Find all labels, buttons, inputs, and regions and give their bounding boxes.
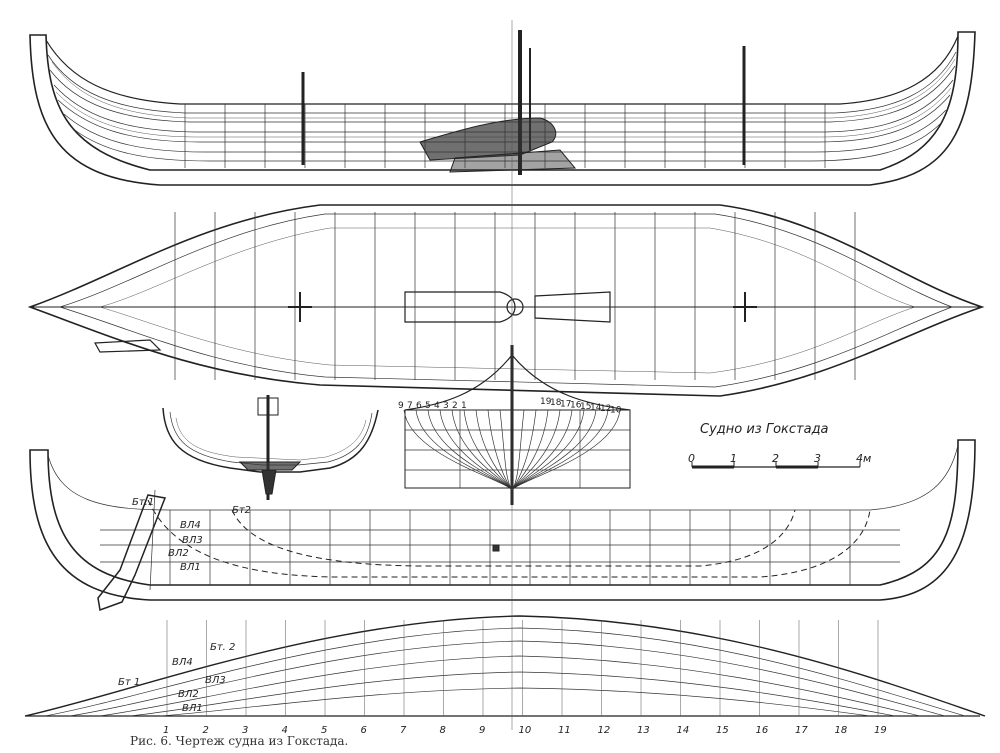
station-label: 8: [440, 725, 446, 736]
body-section-label: 1: [461, 401, 467, 411]
midship-section: [162, 395, 379, 500]
body-sheer-left: [404, 354, 513, 411]
station-label: 6: [361, 725, 367, 736]
sheer-plan-grid: [100, 510, 900, 585]
halfbreadth-label: ВЛ4: [172, 657, 193, 668]
station-label: 16: [756, 725, 769, 736]
body-section-label: 4: [434, 401, 440, 411]
body-section-right: [511, 409, 621, 491]
waterline-label: ВЛ2: [168, 548, 189, 559]
scale-ticks: 0 1 2 3 4м: [688, 452, 871, 467]
station-label: 5: [321, 725, 327, 736]
plan-floorboards: [174, 212, 856, 380]
scale-tick-label: 2: [772, 452, 779, 465]
station-label: 1: [163, 725, 169, 736]
station-label: 12: [598, 725, 611, 736]
station-label: 13: [637, 725, 650, 736]
buttock-label: Бт.1: [132, 497, 154, 508]
body-section-label: 16: [570, 401, 582, 411]
scale-tick-label: 4м: [856, 452, 871, 465]
station-label: 4: [282, 725, 288, 736]
profile-view: [29, 30, 976, 186]
body-section-label: 19: [540, 397, 552, 407]
body-section-label: 7: [407, 401, 413, 411]
station-label: 7: [400, 725, 407, 736]
halfbreadth-label: ВЛ2: [178, 689, 199, 700]
station-label: 15: [716, 725, 729, 736]
halfbreadth-label: Бт 1: [118, 677, 140, 688]
body-section-label: 9: [398, 401, 404, 411]
body-section-label: 6: [416, 401, 422, 411]
scale-tick-label: 3: [814, 452, 821, 465]
plan-view: [27, 204, 985, 397]
body-section-label: 3: [443, 401, 449, 411]
station-label: 11: [558, 725, 571, 736]
body-section-label: 12: [600, 404, 611, 414]
body-sheer-right: [511, 354, 631, 411]
body-section-label: 2: [452, 401, 458, 411]
halfbreadth-label: ВЛ1: [182, 703, 203, 714]
station-label: 3: [242, 725, 248, 736]
waterline-label: ВЛ3: [182, 535, 203, 546]
station-label: 9: [479, 725, 485, 736]
drawing-title: Судно из Гокстада: [700, 422, 829, 437]
station-label: 10: [519, 725, 532, 736]
station-label: 19: [874, 725, 887, 736]
waterline-label: ВЛ1: [180, 562, 201, 573]
body-section-label: 5: [425, 401, 431, 411]
station-label: 18: [835, 725, 848, 736]
scale-tick-label: 1: [730, 452, 737, 465]
station-label: 17: [795, 725, 808, 736]
station-label: 2: [203, 725, 209, 736]
waterline-label: ВЛ4: [180, 520, 201, 531]
halfbreadth-label: Бт. 2: [210, 642, 235, 653]
body-plan-section-curves: [403, 354, 631, 491]
buttock-label: Бт2: [232, 505, 251, 516]
body-section-label: 14: [590, 403, 602, 413]
body-section-label: 17: [560, 399, 571, 409]
figure-caption: Рис. 6. Чертеж судна из Гокстада.: [130, 734, 349, 748]
body-section-label: 18: [550, 398, 562, 408]
body-section-left: [403, 409, 513, 491]
station-label: 14: [677, 725, 690, 736]
body-section-label: 15: [580, 402, 591, 412]
halfbreadth-label: ВЛ3: [205, 675, 226, 686]
profile-frames: [184, 104, 826, 168]
scale-tick-label: 0: [688, 452, 695, 465]
scale-bar: 0 1 2 3 4м: [688, 452, 871, 469]
body-section-label: 10: [610, 405, 622, 415]
